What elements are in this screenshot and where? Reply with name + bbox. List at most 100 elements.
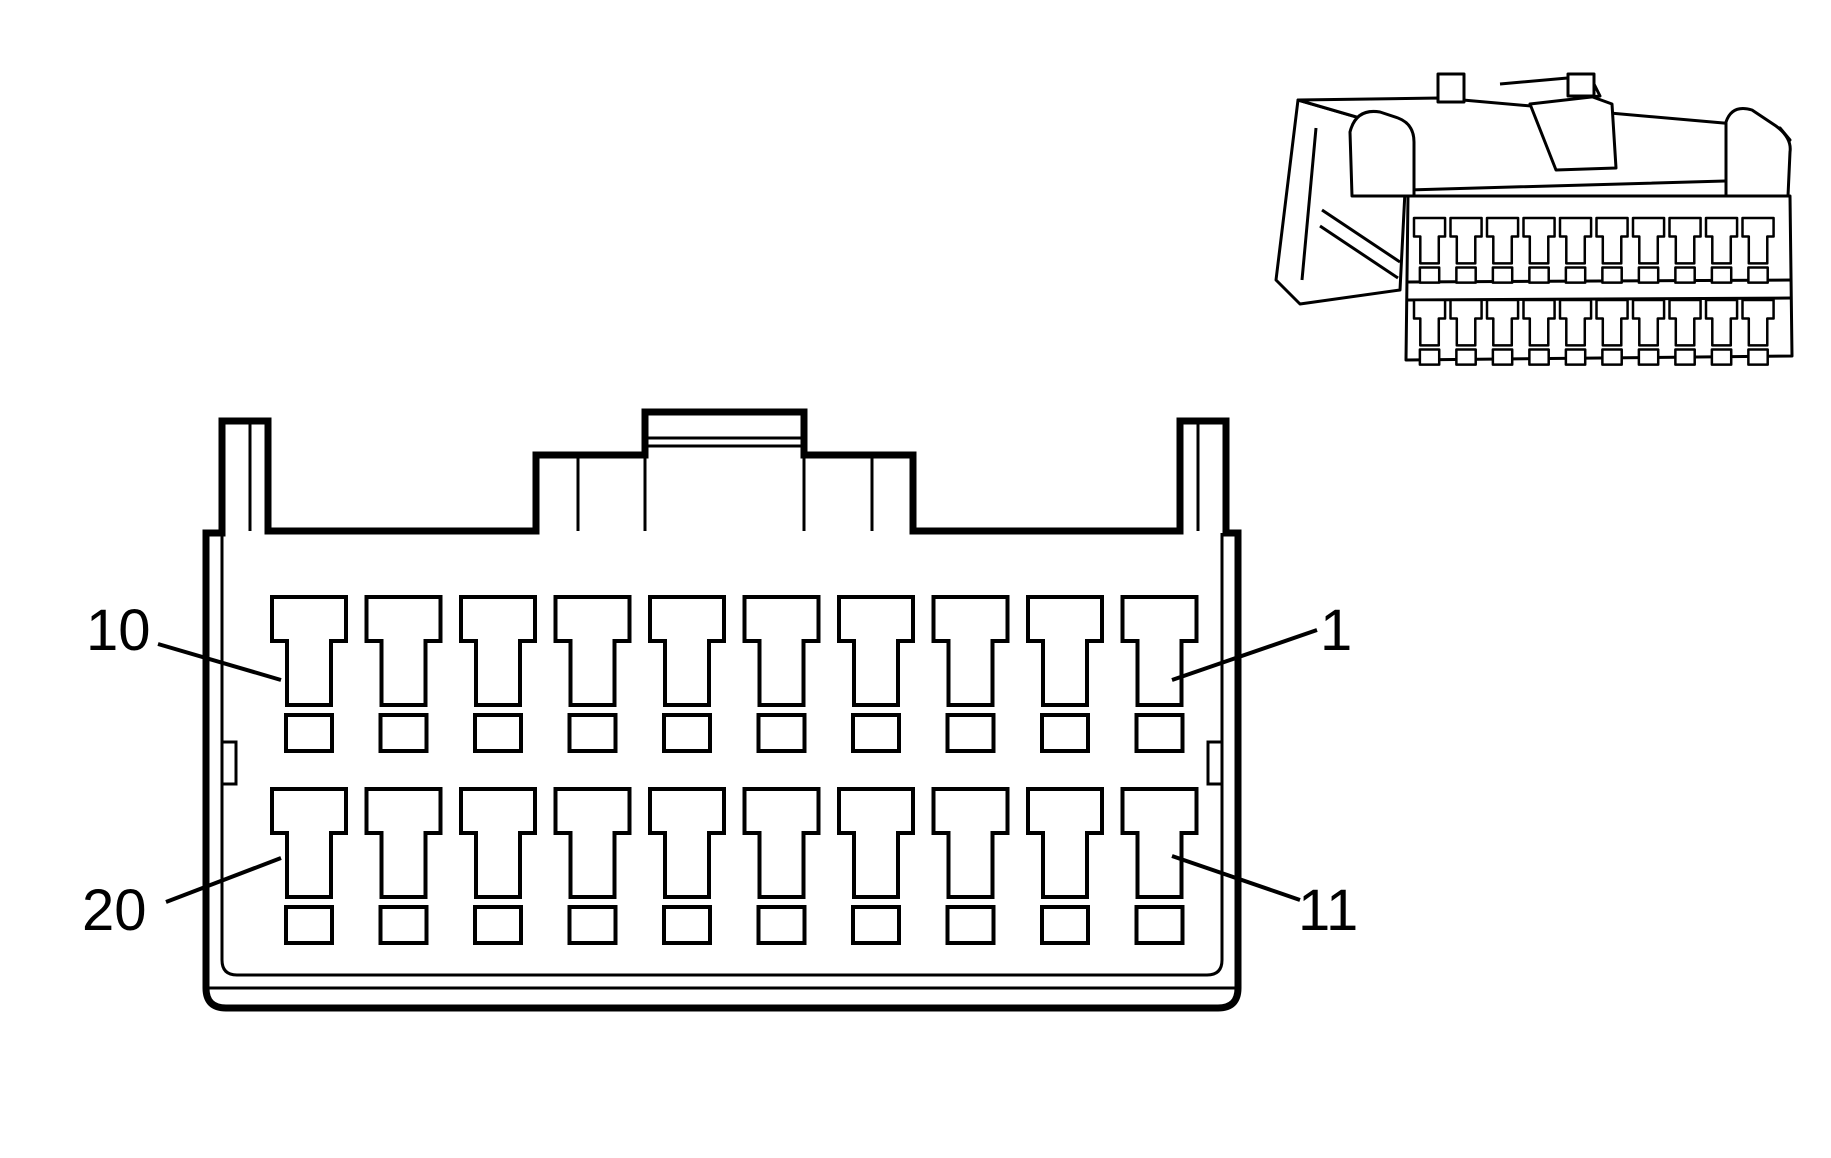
front-cavity-pin-14 — [837, 787, 915, 899]
front-latch-window-pin-6 — [662, 713, 712, 753]
iso-latch-window-pin-3 — [1674, 266, 1696, 284]
front-cavity-pin-2 — [1026, 595, 1104, 707]
iso-latch-window-pin-19 — [1455, 348, 1477, 366]
iso-latch-window-pin-5 — [1601, 266, 1623, 284]
iso-cavity-pin-2 — [1704, 216, 1739, 265]
iso-side-face — [1300, 127, 1318, 281]
iso-cavity-pin-19 — [1449, 298, 1483, 347]
connector-front-view — [157, 408, 1318, 1012]
leader-pin-11 — [1171, 854, 1301, 902]
front-cavity-pin-5 — [742, 595, 821, 707]
front-cavity-pin-20 — [270, 787, 348, 899]
iso-cavity-pin-14 — [1631, 298, 1666, 347]
front-cavity-pin-7 — [553, 595, 632, 707]
front-latch-window-pin-14 — [851, 905, 901, 945]
front-cavity-pin-12 — [1026, 787, 1104, 899]
iso-left-tower — [1348, 109, 1416, 198]
front-latch-window-pin-7 — [567, 713, 618, 753]
iso-latch-window-pin-7 — [1528, 266, 1550, 284]
iso-latch-window-pin-1 — [1747, 266, 1769, 284]
iso-side-face — [1319, 224, 1399, 280]
iso-cavity-pin-3 — [1668, 216, 1702, 265]
front-latch-window-pin-19 — [378, 905, 429, 945]
front-cavity-pin-4 — [837, 595, 915, 707]
iso-cavity-pin-13 — [1668, 298, 1702, 347]
iso-latch-window-pin-14 — [1637, 348, 1660, 366]
front-latch-window-pin-1 — [1134, 713, 1185, 753]
front-cavity-pin-8 — [459, 595, 537, 707]
iso-cavity-pin-12 — [1704, 298, 1739, 347]
front-latch-window-pin-3 — [945, 713, 996, 753]
iso-cavity-pin-9 — [1449, 216, 1483, 265]
front-latch-window-pin-4 — [851, 713, 901, 753]
iso-cavity-pin-6 — [1558, 216, 1593, 265]
iso-cavity-pin-20 — [1412, 298, 1447, 347]
front-latch-window-pin-15 — [756, 905, 807, 945]
front-latch-window-pin-9 — [378, 713, 429, 753]
cavity-grid — [270, 595, 1199, 945]
iso-cavity-pin-8 — [1485, 216, 1520, 265]
iso-cavity-pin-1 — [1741, 216, 1775, 265]
front-cavity-pin-6 — [648, 595, 726, 707]
iso-cavity-pin-10 — [1412, 216, 1447, 265]
leader-pin-20 — [165, 856, 282, 904]
iso-cavity-pin-4 — [1631, 216, 1666, 265]
iso-cavity-pin-16 — [1558, 298, 1593, 347]
iso-side-face — [1321, 208, 1401, 264]
iso-latch-window-pin-6 — [1564, 266, 1587, 284]
leader-pin-1 — [1171, 628, 1318, 682]
left-key — [220, 740, 238, 786]
front-cavity-pin-10 — [270, 595, 348, 707]
front-cavity-pin-3 — [931, 595, 1010, 707]
front-cavity-pin-13 — [931, 787, 1010, 899]
iso-latch-window-pin-18 — [1491, 348, 1514, 366]
front-latch-window-pin-13 — [945, 905, 996, 945]
iso-cavity-pin-18 — [1485, 298, 1520, 347]
iso-cavity-pin-7 — [1522, 216, 1556, 265]
front-latch-window-pin-18 — [473, 905, 523, 945]
iso-latch-window-pin-8 — [1491, 266, 1514, 284]
inner-bottom-ledge — [220, 959, 1224, 977]
front-cavity-pin-17 — [553, 787, 632, 899]
iso-latch-window-pin-15 — [1601, 348, 1623, 366]
iso-cavity-pin-15 — [1595, 298, 1629, 347]
iso-latch-window-pin-13 — [1674, 348, 1696, 366]
front-latch-window-pin-11 — [1134, 905, 1185, 945]
front-cavity-pin-19 — [364, 787, 443, 899]
iso-latch-window-pin-11 — [1747, 348, 1769, 366]
pin-label-20: 20 — [82, 878, 147, 943]
front-cavity-pin-9 — [364, 595, 443, 707]
pin-label-1: 1 — [1320, 598, 1352, 663]
connector-isometric-view — [1274, 72, 1794, 366]
front-latch-window-pin-5 — [756, 713, 807, 753]
iso-latch-window-pin-2 — [1710, 266, 1733, 284]
front-latch-window-pin-17 — [567, 905, 618, 945]
iso-cavity-pin-5 — [1595, 216, 1629, 265]
front-cavity-pin-11 — [1120, 787, 1199, 899]
iso-cavity-grid — [1412, 216, 1775, 366]
front-latch-window-pin-20 — [284, 905, 334, 945]
iso-latch-window-pin-12 — [1710, 348, 1733, 366]
front-cavity-pin-18 — [459, 787, 537, 899]
front-latch-window-pin-16 — [662, 905, 712, 945]
front-latch-window-pin-8 — [473, 713, 523, 753]
iso-latch-window-pin-10 — [1418, 266, 1441, 284]
iso-latch-window-pin-4 — [1637, 266, 1660, 284]
iso-lock-cap — [1566, 72, 1596, 98]
iso-latch-window-pin-20 — [1418, 348, 1441, 366]
front-latch-window-pin-10 — [284, 713, 334, 753]
iso-cavity-pin-17 — [1522, 298, 1556, 347]
front-latch-window-pin-12 — [1040, 905, 1090, 945]
leader-pin-10 — [157, 642, 282, 682]
iso-latch-window-pin-17 — [1528, 348, 1550, 366]
iso-cavity-pin-11 — [1741, 298, 1775, 347]
pin-label-10: 10 — [86, 598, 151, 663]
iso-latch-window-pin-16 — [1564, 348, 1587, 366]
right-key — [1206, 740, 1224, 786]
iso-latch-window-pin-9 — [1455, 266, 1477, 284]
iso-lock-cap — [1436, 72, 1466, 104]
pin-label-11: 11 — [1298, 878, 1358, 943]
iso-right-tower — [1724, 107, 1792, 198]
front-latch-window-pin-2 — [1040, 713, 1090, 753]
